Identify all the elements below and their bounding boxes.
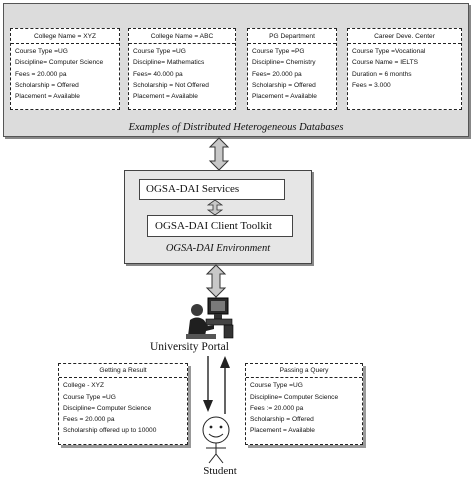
database-header: PG Department bbox=[248, 31, 336, 45]
database-field: Discipline= Chemistry bbox=[252, 59, 316, 67]
database-box-career-center: Career Deve. Center Course Type =Vocatio… bbox=[347, 28, 462, 110]
ogsa-dai-environment: OGSA-DAI Services OGSA-DAI Client Toolki… bbox=[124, 170, 312, 264]
database-header: Career Deve. Center bbox=[348, 31, 461, 45]
database-field: Duration = 6 months bbox=[352, 70, 412, 78]
databases-caption: Examples of Distributed Heterogeneous Da… bbox=[128, 122, 344, 133]
result-field: Course Type =UG bbox=[63, 393, 116, 401]
database-field: Course Type =UG bbox=[133, 48, 186, 56]
portal-student-arrows bbox=[203, 356, 230, 414]
passing-query-box: Passing a Query Course Type =UG Discipli… bbox=[245, 363, 363, 445]
database-field: Placement = Available bbox=[15, 93, 80, 101]
database-field: Course Type =PG bbox=[252, 48, 305, 56]
database-field: Discipline= Computer Science bbox=[15, 59, 104, 67]
query-field: Course Type =UG bbox=[250, 382, 303, 390]
query-field: Fees := 20.000 pa bbox=[250, 404, 304, 412]
getting-result-box: Getting a Result College - XYZ Course Ty… bbox=[58, 363, 188, 445]
database-field: Fees = 3.000 bbox=[352, 81, 391, 89]
user-at-computer-icon bbox=[186, 297, 234, 339]
database-box-college-abc: College Name = ABC Course Type =UG Disci… bbox=[128, 28, 236, 110]
database-field: Fees = 20.000 pa bbox=[15, 70, 67, 78]
double-arrow-services-toolkit bbox=[207, 200, 223, 215]
query-field: Placement = Available bbox=[250, 427, 315, 435]
result-header: Getting a Result bbox=[59, 365, 187, 379]
database-field: Fees= 20.000 pa bbox=[252, 70, 302, 78]
result-field: Discipline= Computer Science bbox=[63, 404, 152, 412]
database-field: Course Type =Vocational bbox=[352, 48, 426, 56]
result-field: Scholarship offered up to 10000 bbox=[63, 427, 157, 435]
query-field: Scholarship = Offered bbox=[250, 416, 314, 424]
database-field: Course Name = IELTS bbox=[352, 59, 419, 67]
double-arrow-databases-ogsa bbox=[208, 137, 230, 171]
database-field: Scholarship = Not Offered bbox=[133, 81, 209, 89]
ogsa-dai-environment-label: OGSA-DAI Environment bbox=[165, 243, 271, 254]
database-box-pg-department: PG Department Course Type =PG Discipline… bbox=[247, 28, 337, 110]
student-label: Student bbox=[203, 465, 237, 477]
result-field: College - XYZ bbox=[63, 382, 105, 390]
database-box-college-xyz: College Name = XYZ Course Type =UG Disci… bbox=[10, 28, 120, 110]
database-field: Scholarship = Offered bbox=[252, 81, 316, 89]
result-field: Fees = 20.000 pa bbox=[63, 416, 115, 424]
university-portal-label: University Portal bbox=[150, 341, 229, 353]
database-field: Placement = Available bbox=[252, 93, 317, 101]
smiley-person-icon bbox=[202, 416, 230, 464]
database-header: College Name = ABC bbox=[129, 31, 235, 45]
ogsa-dai-client-toolkit-box: OGSA-DAI Client Toolkit bbox=[147, 215, 293, 237]
query-field: Discipline= Computer Science bbox=[250, 393, 339, 401]
database-field: Fees= 40.000 pa bbox=[133, 70, 183, 78]
database-header: College Name = XYZ bbox=[11, 31, 119, 45]
database-field: Scholarship = Offered bbox=[15, 81, 79, 89]
database-field: Placement = Available bbox=[133, 93, 198, 101]
database-field: Discipline= Mathematics bbox=[133, 59, 205, 67]
query-header: Passing a Query bbox=[246, 365, 362, 379]
database-field: Course Type =UG bbox=[15, 48, 68, 56]
databases-panel: College Name = XYZ Course Type =UG Disci… bbox=[3, 3, 469, 137]
double-arrow-ogsa-portal bbox=[205, 264, 227, 298]
ogsa-dai-services-box: OGSA-DAI Services bbox=[139, 179, 285, 200]
